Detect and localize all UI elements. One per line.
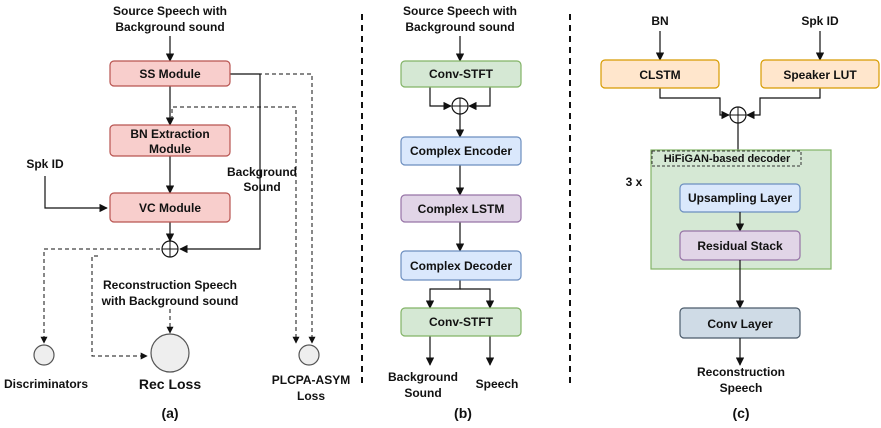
arrow-bg-sound-to-sum [179,73,261,254]
plcpa-node [298,344,320,366]
plcpa-label-line1: PLCPA-ASYM [272,373,350,387]
panel-a: Source Speech with Background sound Spk … [4,4,350,421]
speaker-lut-label: Speaker LUT [783,68,857,82]
complex-lstm-box [400,194,522,223]
dashed-ss-to-plcpa [230,73,316,344]
caption-b: (b) [454,405,472,421]
bn-extraction-label-line2: Module [149,142,191,156]
panel-a-recon-line1: Reconstruction Speech [103,278,237,292]
conv-stft-top-box [400,60,522,88]
complex-decoder-box [400,250,522,281]
complex-encoder-box [400,136,522,166]
arrow-b-right-to-sum [468,85,491,111]
dashed-sum-to-discriminators [40,248,160,344]
panel-a-recon-line2: with Background sound [101,294,239,308]
panel-c: BN Spk ID CLSTM Speaker LUT HiFiGAN-base… [600,14,880,421]
panel-b-input-line2: Background sound [405,20,514,34]
ss-module-label: SS Module [139,67,201,81]
upsampling-label: Upsampling Layer [688,191,792,205]
dashed-bn-to-plcpa [171,106,300,344]
rec-loss-label: Rec Loss [139,376,201,392]
conv-stft-bottom-box [400,307,522,337]
panel-b-out-bg-line1: Background [388,370,458,384]
panel-c-out-line1: Reconstruction [697,365,785,379]
panel-a-bg-line1: Background [227,165,297,179]
ss-module-box [109,60,231,87]
panel-a-input-line1: Source Speech with [113,4,227,18]
clstm-box [600,59,720,89]
discriminators-label: Discriminators [4,377,88,391]
dashed-sum-to-recloss [91,255,148,360]
arrow-c-clstm-to-sum [659,88,730,120]
panel-a-input-line2: Background sound [115,20,224,34]
plcpa-label-line2: Loss [297,389,325,403]
speaker-lut-box [760,59,880,89]
panel-a-spk-id: Spk ID [26,157,64,171]
panel-b: Source Speech with Background sound Conv… [388,4,522,421]
rec-loss-node [150,333,190,373]
arrow-b-decoder-left [425,280,461,309]
conv-stft-bottom-label: Conv-STFT [429,315,494,329]
conv-stft-top-label: Conv-STFT [429,67,494,81]
complex-lstm-label: Complex LSTM [418,202,505,216]
caption-c: (c) [732,405,749,421]
vc-module-box [109,192,231,223]
arrow-spkid-to-vc [44,176,108,213]
panel-b-input-line1: Source Speech with [403,4,517,18]
hifigan-decoder-title-frame [651,150,802,167]
complex-decoder-label: Complex Decoder [410,259,512,273]
discriminators-node [33,344,55,366]
bn-extraction-label-line1: BN Extraction [130,127,209,141]
arrow-c-lut-to-sum [746,88,821,120]
vc-module-label: VC Module [139,201,201,215]
panel-c-bn: BN [651,14,668,28]
panel-c-out-line2: Speech [720,381,763,395]
arrow-b-decoder-right [460,288,495,309]
complex-encoder-label: Complex Encoder [410,144,512,158]
residual-stack-label: Residual Stack [697,239,783,253]
repeat-label: 3 x [626,175,643,189]
panel-c-spk-id: Spk ID [801,14,839,28]
bn-extraction-box [109,124,231,157]
caption-a: (a) [161,405,178,421]
panel-b-out-bg-line2: Sound [404,386,441,400]
conv-layer-label: Conv Layer [707,317,773,331]
panel-a-bg-line2: Sound [243,180,280,194]
panel-b-out-speech: Speech [476,377,519,391]
hifigan-decoder-title: HiFiGAN-based decoder [664,153,791,165]
arrow-b-left-to-sum [429,85,452,111]
clstm-label: CLSTM [639,68,680,82]
